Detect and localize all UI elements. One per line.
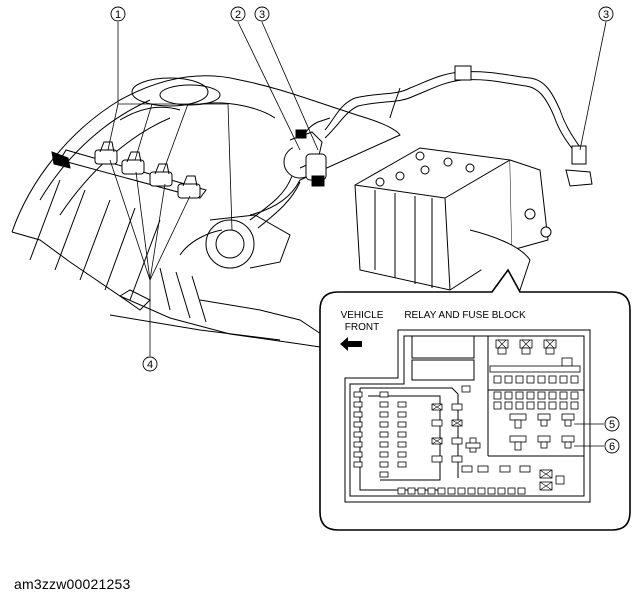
vehicle-front-label: VEHICLE bbox=[341, 310, 384, 321]
fuse-elements bbox=[353, 339, 581, 495]
callout-5: 5 bbox=[604, 416, 620, 432]
svg-text:1: 1 bbox=[115, 9, 121, 21]
svg-text:5: 5 bbox=[609, 419, 615, 431]
inset-panel: VEHICLE FRONT RELAY AND FUSE BLOCK bbox=[319, 268, 631, 531]
left-arrow-icon bbox=[340, 337, 362, 351]
hose-drawing bbox=[324, 65, 593, 187]
svg-text:3: 3 bbox=[259, 9, 265, 21]
figure-id: am3zzw00021253 bbox=[14, 576, 131, 592]
callout-4: 4 bbox=[142, 356, 158, 372]
callout-3a: 3 bbox=[254, 6, 270, 22]
callout-6: 6 bbox=[604, 438, 620, 454]
svg-text:2: 2 bbox=[235, 9, 241, 21]
vehicle-front-label-2: FRONT bbox=[345, 322, 379, 333]
relay-fuse-block-title: RELAY AND FUSE BLOCK bbox=[404, 310, 526, 321]
callout-2: 2 bbox=[230, 6, 246, 22]
purge-valve-drawing bbox=[283, 129, 327, 187]
battery-drawing bbox=[354, 147, 552, 301]
svg-text:3: 3 bbox=[603, 9, 609, 21]
callout-1: 1 bbox=[110, 6, 126, 22]
svg-text:6: 6 bbox=[609, 441, 615, 453]
engine-drawing bbox=[11, 75, 401, 351]
callout-3b: 3 bbox=[598, 6, 614, 22]
leader-lines bbox=[107, 21, 607, 356]
fuse-hatch-marks bbox=[431, 339, 555, 491]
svg-text:4: 4 bbox=[147, 359, 153, 371]
